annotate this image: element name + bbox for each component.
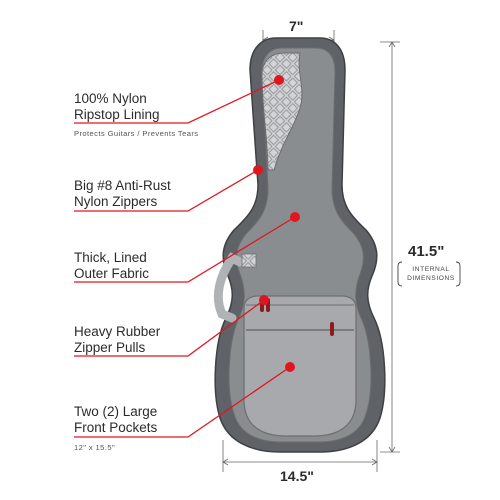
callout-dot-fabric — [290, 212, 300, 222]
zipper-pull-pocket — [330, 322, 334, 336]
front-pocket — [243, 295, 357, 437]
callout-line-pulls — [74, 299, 265, 357]
callout-line-fabric — [74, 216, 296, 283]
callout-line-lining — [74, 79, 280, 124]
feature-title-fabric-1: Thick, Lined — [74, 250, 147, 265]
feature-title-fabric-2: Outer Fabric — [74, 266, 150, 281]
feature-title-pulls-1: Heavy Rubber — [74, 324, 161, 339]
callout-dot-pockets — [285, 362, 295, 372]
length-note-line2: DIMENSIONS — [407, 275, 455, 282]
length-label: 41.5" — [408, 243, 445, 260]
feature-title-pockets-2: Front Pockets — [74, 420, 158, 435]
callout-dot-zippers — [253, 165, 263, 175]
bottom-width-dimension — [222, 440, 378, 472]
callout-dot-pulls — [259, 295, 269, 305]
bottom-width-label: 14.5" — [280, 468, 314, 484]
feature-title-pockets-1: Two (2) Large — [74, 404, 158, 419]
bag-handle — [213, 252, 245, 323]
length-note-line1: INTERNAL — [412, 266, 450, 273]
feature-title-pulls-2: Zipper Pulls — [74, 340, 146, 355]
feature-title-lining-2: Ripstop Lining — [74, 107, 160, 122]
callout-dot-lining — [274, 75, 284, 85]
callout-line-zippers — [74, 169, 259, 212]
top-width-label: 7" — [289, 18, 304, 34]
callout-line-pockets — [74, 366, 291, 438]
dimensions-bracket — [397, 261, 461, 287]
feature-subtitle-lining: Protects Guitars / Prevents Tears — [74, 129, 199, 138]
ripstop-lining — [261, 52, 303, 171]
length-dimension — [380, 41, 400, 453]
feature-subtitle-pockets: 12" x 15.5" — [74, 443, 116, 452]
feature-title-zippers-1: Big #8 Anti-Rust — [74, 178, 171, 193]
feature-title-zippers-2: Nylon Zippers — [74, 194, 158, 209]
handle-strap — [241, 253, 257, 268]
feature-title-lining-1: 100% Nylon — [74, 91, 147, 106]
